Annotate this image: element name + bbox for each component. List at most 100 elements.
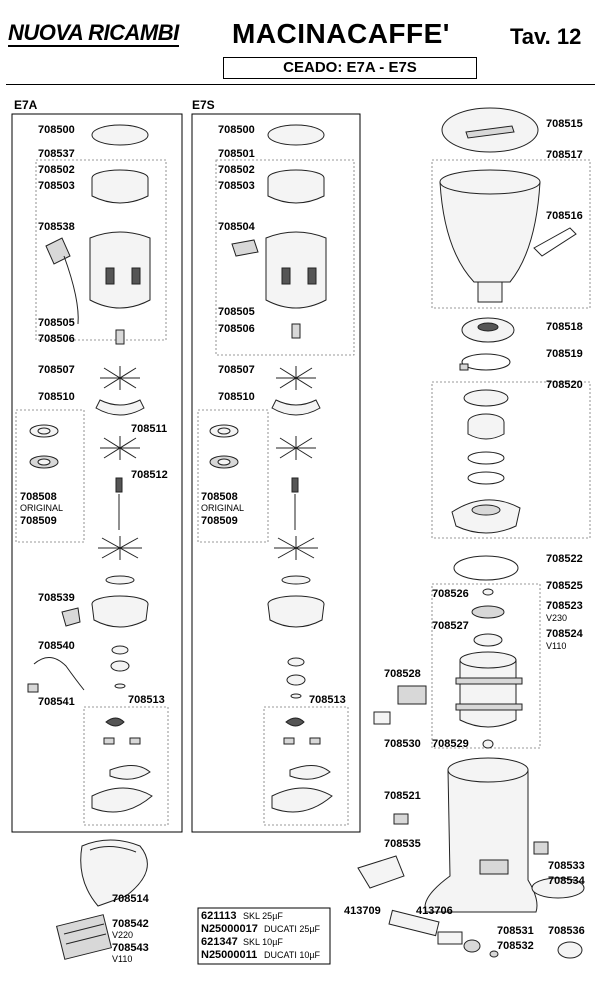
- part-number: 708504: [218, 221, 255, 233]
- part-number: 708535: [384, 838, 421, 850]
- e7a-ring: [91, 178, 149, 204]
- section-label-e7s: E7S: [192, 98, 215, 112]
- badge-708534: [531, 877, 585, 899]
- part-number: 708543: [112, 942, 149, 954]
- part-number: 708505: [218, 306, 255, 318]
- part-number: 708518: [546, 321, 583, 333]
- part-note: V220: [112, 930, 134, 940]
- ring-708522: [453, 555, 519, 581]
- e7s-drawings: [209, 124, 333, 813]
- part-number: 708510: [218, 391, 255, 403]
- e7a-group-body: [35, 159, 167, 341]
- e7s-group-base: [263, 706, 349, 826]
- part-note: V230: [546, 613, 568, 623]
- part-number: 708527: [432, 620, 469, 632]
- part-number: 708540: [38, 640, 75, 652]
- e7a-frame: [11, 113, 183, 833]
- e7a-dispenser-bowl: [91, 603, 149, 628]
- capacitor-code: N25000017: [201, 923, 258, 935]
- part-number: 708502: [218, 164, 255, 176]
- grinder-body: [424, 759, 538, 913]
- section-label-e7a: E7A: [14, 98, 38, 112]
- part-number: 708513: [309, 694, 346, 706]
- capacitor-desc: DUCATI 25µF: [264, 924, 321, 934]
- e7s-lever-plate: [231, 239, 259, 257]
- grind-adjust-group: [431, 381, 591, 539]
- e7a-star: [100, 366, 140, 390]
- terminal-block: [397, 685, 427, 705]
- part-number: 708505: [38, 317, 75, 329]
- circuit-board: [55, 914, 113, 960]
- capacitor-desc: SKL 10µF: [243, 937, 283, 947]
- part-number: 708531: [497, 925, 534, 937]
- part-number: 708514: [112, 893, 149, 905]
- part-number: 708507: [38, 364, 75, 376]
- capacitor-code: N25000011: [201, 949, 258, 961]
- part-number: 708536: [548, 925, 585, 937]
- part-number: 708524: [546, 628, 583, 640]
- header-divider: [6, 84, 595, 85]
- capacitor-code: 621347: [201, 936, 238, 948]
- e7a-group-base: [83, 706, 169, 826]
- e7a-group-burrs: [15, 409, 85, 543]
- part-number: 708541: [38, 696, 75, 708]
- part-number: 708512: [131, 469, 168, 481]
- e7s-group-burrs: [197, 409, 269, 543]
- part-number: 708500: [38, 124, 75, 136]
- part-number: 708509: [20, 515, 57, 527]
- e7a-lid: [91, 124, 149, 146]
- part-number: 708513: [128, 694, 165, 706]
- page-title: MACINACAFFE': [232, 18, 450, 49]
- part-note: V110: [112, 954, 133, 964]
- grinder-flange: [451, 499, 521, 534]
- part-number: 708520: [546, 379, 583, 391]
- part-number: 708537: [38, 148, 75, 160]
- drip-tray-708514: [80, 839, 148, 907]
- part-number: 708517: [546, 149, 583, 161]
- capacitor-code: 621113: [201, 910, 237, 922]
- part-number: 708506: [38, 333, 75, 345]
- part-number: 708503: [38, 180, 75, 192]
- hopper-group: [431, 159, 591, 309]
- plate-708530: [373, 711, 391, 725]
- part-number: 708511: [131, 423, 168, 435]
- part-number: 708529: [432, 738, 469, 750]
- part-708521: [393, 813, 409, 825]
- part-number: 708510: [38, 391, 75, 403]
- right-drawings: [357, 107, 585, 959]
- part-number: 708522: [546, 553, 583, 565]
- table-number: Tav. 12: [510, 24, 582, 49]
- part-number: 708532: [497, 940, 534, 952]
- brand-logo: NUOVA RICAMBI: [8, 20, 179, 47]
- part-number: 708508: [20, 491, 57, 503]
- part-number: 708506: [218, 323, 255, 335]
- part-number: 708519: [546, 348, 583, 360]
- part-number: 413709: [344, 905, 381, 917]
- part-number: 708534: [548, 875, 585, 887]
- part-number: 708523: [546, 600, 583, 612]
- capacitor-desc: DUCATI 10µF: [264, 950, 321, 960]
- part-number: 708503: [218, 180, 255, 192]
- part-number: 708515: [546, 118, 583, 130]
- e7s-frame: [191, 113, 361, 833]
- part-number: 708528: [384, 668, 421, 680]
- part-number: 708507: [218, 364, 255, 376]
- part-number: 708508: [201, 491, 238, 503]
- e7a-base-plate: [91, 787, 153, 813]
- part-number: 708516: [546, 210, 583, 222]
- part-number: 708539: [38, 592, 75, 604]
- capacitor-table: [197, 907, 331, 965]
- e7s-group-body: [215, 159, 355, 356]
- part-number: 708521: [384, 790, 421, 802]
- capacitor-desc: SKL 25µF: [243, 911, 283, 921]
- part-number: 708533: [548, 860, 585, 872]
- part-number: 708500: [218, 124, 255, 136]
- switch-413709: [388, 909, 440, 937]
- e7a-doser-body: [89, 231, 151, 309]
- part-number: 708530: [384, 738, 421, 750]
- part-number: 413706: [416, 905, 453, 917]
- part-number: 708509: [201, 515, 238, 527]
- foot-708536: [557, 941, 583, 959]
- part-number: 708538: [38, 221, 75, 233]
